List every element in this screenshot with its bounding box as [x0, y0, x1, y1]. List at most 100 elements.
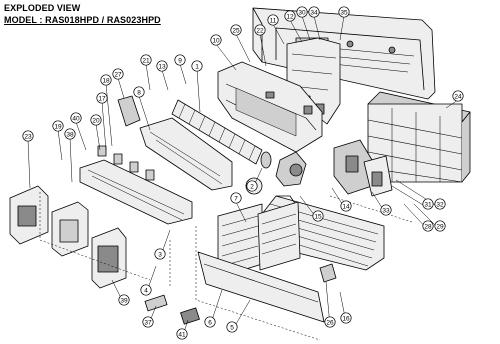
- diagram-title: EXPLODED VIEW: [4, 3, 81, 13]
- front-grille-part: [197, 251, 325, 323]
- callout-leader-17: [101, 101, 107, 151]
- callout-circle: [340, 200, 352, 212]
- callout-circle: [380, 204, 392, 216]
- callout-circle: [52, 120, 64, 132]
- callout-leader-1: [196, 69, 201, 113]
- callout-number: 13: [158, 63, 166, 70]
- callout-27: 27: [112, 68, 124, 80]
- callout-30: 30: [296, 6, 308, 18]
- callout-leader-8: [138, 95, 151, 131]
- callout-circle: [422, 198, 434, 210]
- callout-18: 18: [100, 74, 112, 86]
- callout-40: 40: [70, 112, 82, 124]
- callout-leader-21: [145, 63, 151, 91]
- callout-number: 17: [98, 95, 106, 102]
- callout-leader-23: [27, 139, 31, 189]
- callout-number: 14: [342, 203, 350, 210]
- callout-circle: [142, 316, 154, 328]
- callout-leader-7: [235, 201, 247, 223]
- callout-number: 20: [92, 117, 100, 124]
- model-label: MODEL : RAS018HPD / RAS023HPD: [4, 15, 161, 25]
- callout-35: 35: [338, 6, 350, 18]
- callout-number: 24: [454, 93, 462, 100]
- callout-number: 8: [137, 89, 141, 96]
- callout-41: 41: [176, 328, 188, 340]
- callout-circle: [312, 210, 324, 222]
- guide-lines: [39, 192, 413, 341]
- callout-number: 2: [250, 183, 254, 190]
- callout-circle: [246, 180, 258, 192]
- callout-number: 15: [314, 213, 322, 220]
- accessory-parts: [144, 294, 200, 325]
- callout-leader-10: [215, 43, 237, 71]
- callout-leader-38: [69, 137, 73, 183]
- callout-number: 6: [208, 319, 212, 326]
- callout-leader-13: [161, 69, 169, 91]
- callout-labels: 1234567891011121314151617181920212223242…: [22, 6, 464, 340]
- callout-8: 8: [133, 86, 145, 98]
- callout-circle: [204, 316, 216, 328]
- callout-circle: [296, 6, 308, 18]
- callout-5: 5: [226, 321, 238, 333]
- callout-circle: [112, 68, 124, 80]
- callout-circle: [176, 328, 188, 340]
- callout-circle: [340, 312, 352, 324]
- callout-circle: [210, 34, 222, 46]
- callout-11: 11: [267, 14, 279, 26]
- callout-leader-18: [105, 83, 113, 147]
- callout-4: 4: [140, 284, 152, 296]
- callout-circle: [154, 248, 166, 260]
- callout-leader-27: [117, 77, 125, 99]
- callout-number: 27: [114, 71, 122, 78]
- callout-circle: [22, 130, 34, 142]
- callout-leader-40: [75, 121, 87, 151]
- callout-circle: [422, 220, 434, 232]
- callout-circle: [100, 74, 112, 86]
- callout-circle: [230, 24, 242, 36]
- callout-33: 33: [380, 204, 392, 216]
- callout-circle: [140, 284, 152, 296]
- callout-number: 29: [436, 223, 444, 230]
- callout-number: 40: [72, 115, 80, 122]
- callout-circle: [133, 86, 145, 98]
- callout-number: 5: [230, 324, 234, 331]
- heat-exchanger-part: [367, 91, 471, 183]
- callout-circle: [118, 294, 130, 306]
- callout-32: 32: [434, 198, 446, 210]
- callout-leader-25: [235, 33, 251, 63]
- callout-19: 19: [52, 120, 64, 132]
- callout-number: 37: [144, 319, 152, 326]
- callout-number: 12: [286, 13, 294, 20]
- callout-28: 28: [422, 220, 434, 232]
- callout-number: 35: [340, 9, 348, 16]
- callout-7: 7: [230, 192, 242, 204]
- callout-number: 26: [326, 319, 334, 326]
- callout-number: 31: [424, 201, 432, 208]
- callout-number: 30: [298, 9, 306, 16]
- callout-circle: [226, 321, 238, 333]
- callout-circle: [156, 60, 168, 72]
- callout-number: 22: [256, 27, 264, 34]
- callout-20: 20: [90, 114, 102, 126]
- callout-circle: [174, 54, 186, 66]
- callout-number: 10: [212, 37, 220, 44]
- callout-number: 7: [234, 195, 238, 202]
- callout-leader-34: [313, 15, 321, 41]
- callout-34: 34: [308, 6, 320, 18]
- callout-circle: [284, 10, 296, 22]
- callout-circle: [434, 220, 446, 232]
- callout-circle: [140, 54, 152, 66]
- callout-22: 22: [254, 24, 266, 36]
- callout-circle: [254, 24, 266, 36]
- callout-circle: [191, 60, 203, 72]
- remote-controller-part: [9, 185, 127, 289]
- callout-circle: [452, 90, 464, 102]
- callout-25: 25: [230, 24, 242, 36]
- callout-leader-31: [391, 185, 429, 209]
- cross-flow-fan-part: [171, 99, 272, 169]
- air-filter-part: [217, 201, 301, 279]
- callout-number: 39: [120, 297, 128, 304]
- callout-number: 9: [178, 57, 182, 64]
- callout-17: 17: [96, 92, 108, 104]
